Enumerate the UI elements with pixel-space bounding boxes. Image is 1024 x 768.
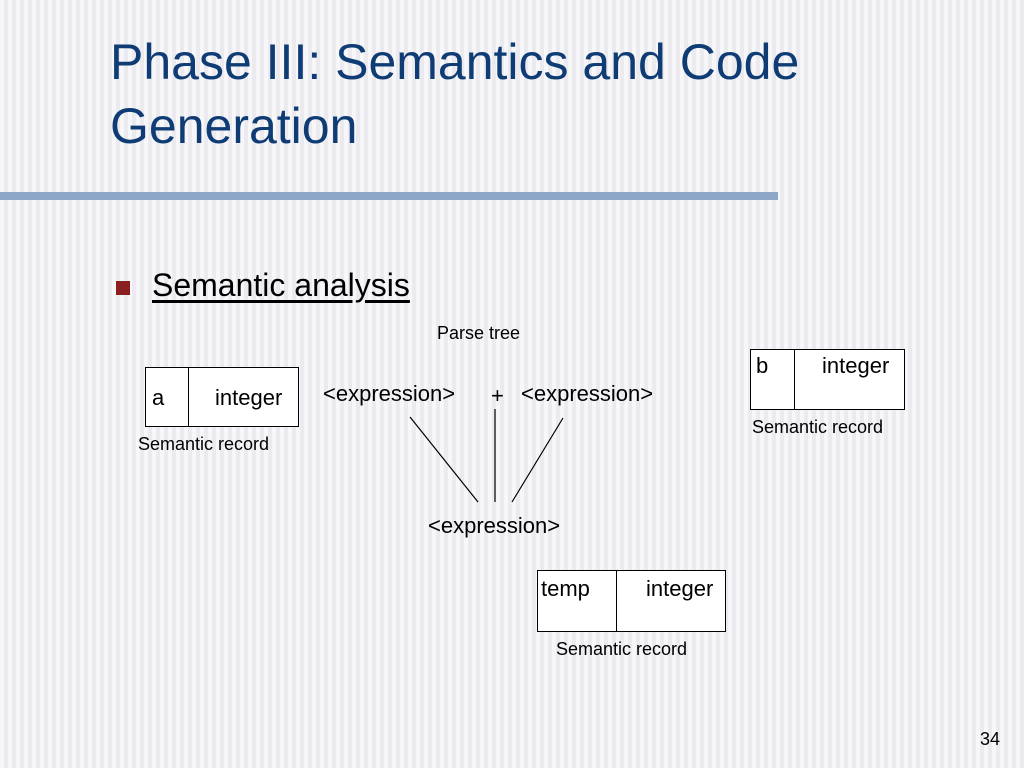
title-divider (0, 192, 778, 200)
semantic-record-a: a integer (145, 367, 299, 427)
page-number: 34 (979, 729, 1000, 749)
bullet-semantic-analysis: Semantic analysis (152, 267, 410, 303)
record-temp-type: integer (646, 576, 714, 601)
expression-node-result: <expression> (428, 513, 561, 538)
edge-left (409, 416, 479, 503)
expression-node-right: <expression> (521, 381, 654, 406)
plus-operator-node: + (491, 383, 504, 408)
record-temp-name: temp (538, 571, 617, 631)
record-a-name: a (146, 368, 189, 426)
record-a-type: integer (215, 385, 283, 410)
record-temp-caption: Semantic record (556, 639, 688, 659)
semantic-record-temp: temp integer (537, 570, 726, 632)
record-b-type: integer (822, 353, 890, 378)
expression-node-left: <expression> (323, 381, 456, 406)
semantic-record-b: b integer (750, 349, 905, 410)
parse-tree-label: Parse tree (437, 323, 521, 343)
record-a-caption: Semantic record (138, 434, 270, 454)
record-b-caption: Semantic record (752, 417, 884, 437)
slide-title: Phase III: Semantics and Code Generation (110, 34, 800, 154)
record-b-name: b (751, 350, 795, 409)
bullet-square-icon (116, 281, 130, 295)
edge-right (511, 417, 564, 503)
